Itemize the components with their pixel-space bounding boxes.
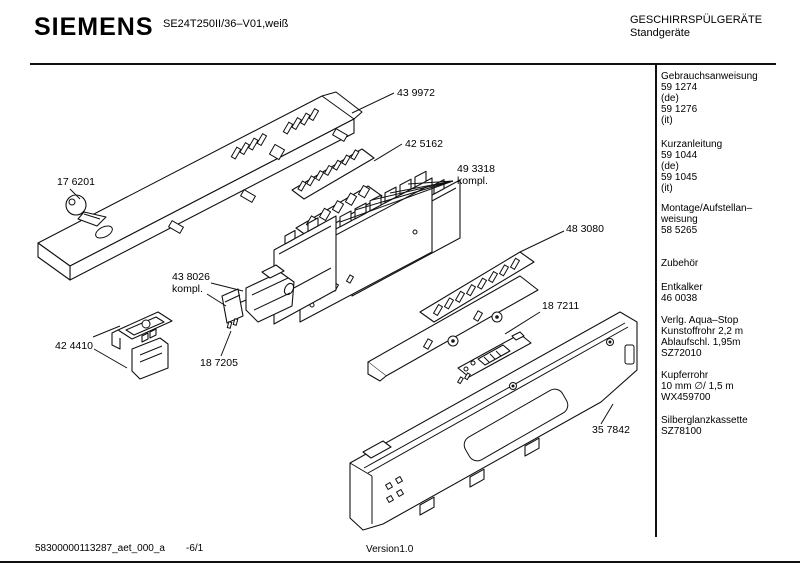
category-subtitle: Standgeräte [630,27,690,39]
leader-lines [69,92,614,425]
part-label-187211: 18 7211 [542,300,580,312]
sidebar-line: Kupferrohr [661,370,709,381]
sidebar-section-kurzanleitung: Kurzanleitung 59 1044 (de) 59 1045 (it) [661,139,722,194]
sidebar-line: Zubehör [661,258,699,269]
sidebar-line: 46 0038 [661,293,698,304]
part-label-493318: 49 3318 kompl. [457,163,495,187]
model-number: SE24T250II/36–V01,weiß [163,18,289,30]
part-suffix: kompl. [457,175,488,187]
sidebar-line: Kurzanleitung [661,139,723,150]
part-latch-176201 [65,194,107,227]
part-assembly-438026 [227,264,295,323]
part-bracket-483080 [419,251,535,323]
part-label-438026: 43 8026 kompl. [172,271,210,295]
sidebar-line: Kunstoffrohr 2,2 m [661,326,744,337]
part-number: 43 8026 [172,271,210,283]
sidebar-line: SZ78100 [661,426,702,437]
part-module-493318 [273,170,461,325]
sidebar-line: Entkalker [661,282,703,293]
part-switch-424410 [111,311,173,380]
part-label-425162: 42 5162 [405,138,443,150]
header-rule [30,63,776,65]
part-number: 49 3318 [457,163,495,175]
part-label-176201: 17 6201 [57,176,95,188]
sidebar-section-kupferrohr: Kupferrohr 10 mm ∅/ 1,5 m WX459700 [661,370,734,403]
sidebar-line: 59 1045 [661,172,698,183]
sidebar-line: weisung [661,214,698,225]
fascia-buttons-right [282,107,320,135]
sidebar-line: 58 5265 [661,225,698,236]
sidebar-line: (it) [661,115,673,126]
sidebar-line: 59 1276 [661,104,698,115]
sidebar-line: Verlg. Aqua–Stop [661,315,739,326]
part-switch-187205 [221,288,244,329]
sidebar-line: 10 mm ∅/ 1,5 m [661,381,734,392]
sidebar-section-aquastop: Verlg. Aqua–Stop Kunstoffrohr 2,2 m Abla… [661,315,743,359]
document-id: 58300000113287_aet_000_a [35,543,165,554]
sidebar-line: (it) [661,183,673,194]
part-label-187205: 18 7205 [200,357,238,369]
part-suffix: kompl. [172,283,203,295]
sidebar-line: Silberglanzkassette [661,415,748,426]
siemens-logo: SIEMENS [34,13,154,41]
sidebar-line: 59 1274 [661,82,698,93]
sidebar-section-gebrauchsanweisung: Gebrauchsanweisung 59 1274 (de) 59 1276 … [661,71,758,126]
sidebar-section-silberglanz: Silberglanzkassette SZ78100 [661,415,748,437]
sidebar-line: (de) [661,161,679,172]
page-indicator: -6/1 [186,543,204,554]
part-plate [367,275,539,382]
sidebar-line: WX459700 [661,392,711,403]
part-label-424410: 42 4410 [55,340,93,352]
category-title: GESCHIRRSPÜLGERÄTE [630,14,763,26]
sidebar-section-entkalker: Entkalker 46 0038 [661,282,703,304]
part-label-439972: 43 9972 [397,87,435,99]
fascia-buttons-left [230,132,286,161]
sidebar-line: SZ72010 [661,348,702,359]
sidebar-line: Montage/Aufstellan– [661,203,753,214]
version-label: Version1.0 [366,544,414,555]
part-label-483080: 48 3080 [566,223,604,235]
sidebar-line: 59 1044 [661,150,698,161]
part-fascia-439972 [37,91,363,281]
part-display-187211 [456,331,532,385]
part-buttonstrip-425162 [291,148,375,200]
part-label-357842: 35 7842 [592,424,630,436]
sidebar-divider [655,63,657,537]
bottom-rule [0,561,800,563]
sidebar-line: (de) [661,93,679,104]
sidebar-section-zubehoer: Zubehör [661,258,698,269]
sidebar-line: Ablaufschl. 1,95m [661,337,741,348]
sidebar-line: Gebrauchsanweisung [661,71,758,82]
part-basepanel-357842 [349,311,638,531]
sidebar-section-montage: Montage/Aufstellan– weisung 58 5265 [661,203,752,236]
